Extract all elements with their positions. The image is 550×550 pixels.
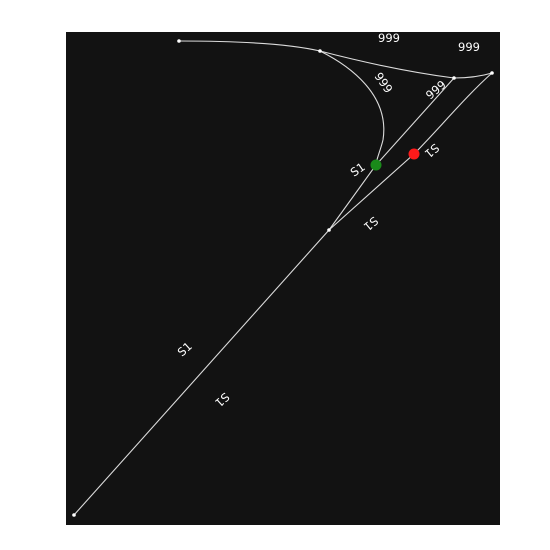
road-999-diagonal[interactable] xyxy=(375,77,455,166)
road-999-east[interactable] xyxy=(319,50,493,79)
node xyxy=(72,513,76,517)
node xyxy=(318,49,322,53)
node xyxy=(452,76,456,80)
road-label-999-right: 999 xyxy=(458,40,480,54)
end-marker[interactable] xyxy=(408,148,420,160)
node xyxy=(490,71,494,75)
road-label-s1-green: S1 xyxy=(348,160,368,180)
node xyxy=(327,228,331,232)
road-999-north[interactable] xyxy=(178,40,321,52)
road-s1-southwest[interactable] xyxy=(73,229,330,516)
road-label-999-top: 999 xyxy=(378,31,400,45)
node xyxy=(177,39,181,43)
start-marker[interactable] xyxy=(370,159,382,171)
road-999-curve[interactable] xyxy=(319,50,385,141)
